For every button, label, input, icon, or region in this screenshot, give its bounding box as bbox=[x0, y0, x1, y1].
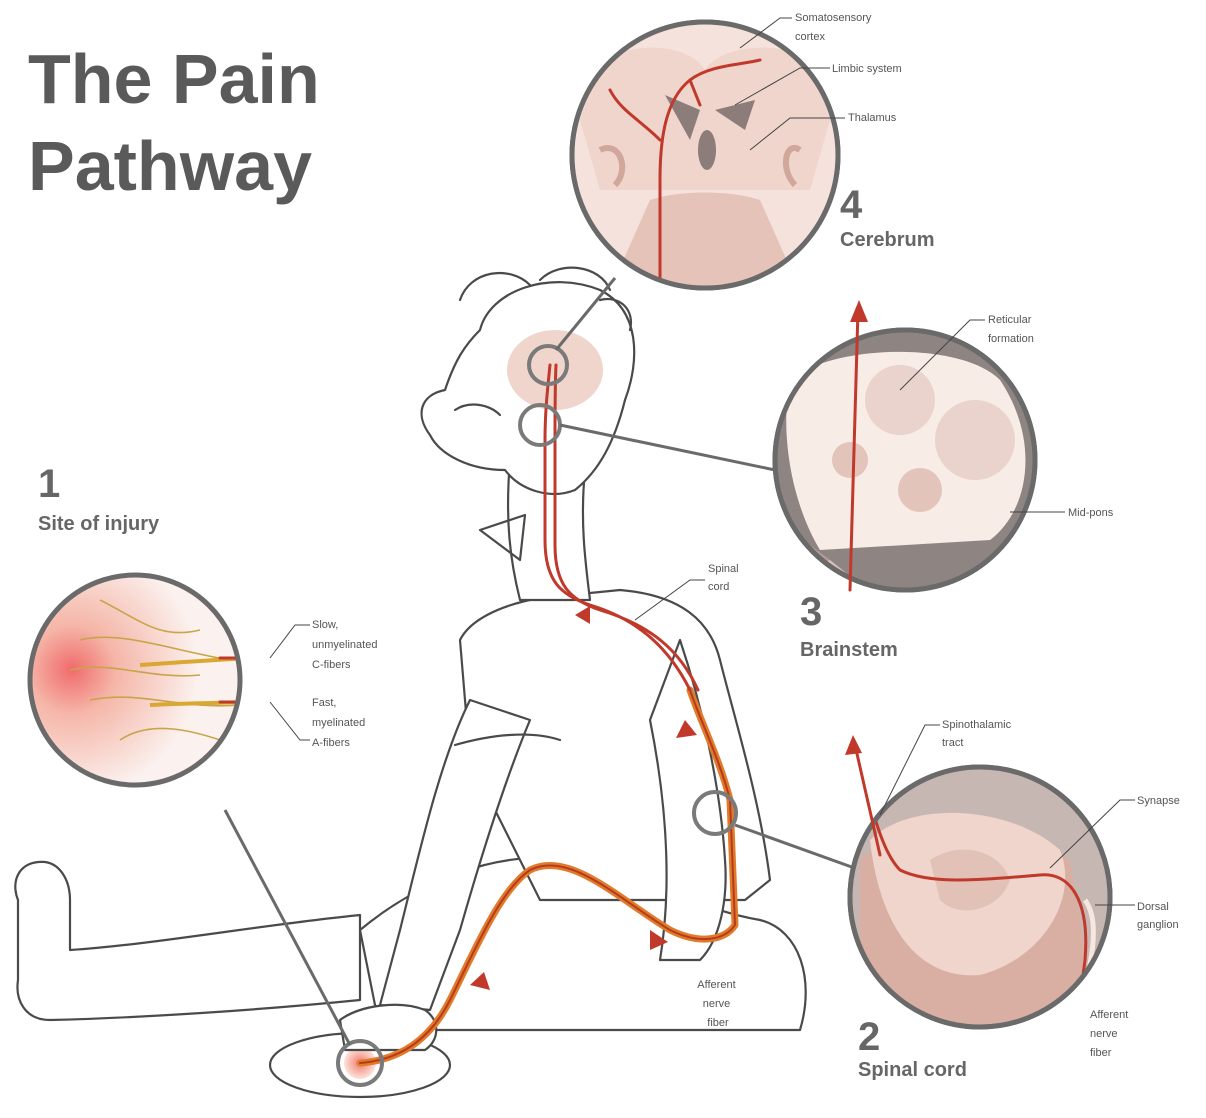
step-1-number: 1 bbox=[38, 462, 60, 506]
diagram-title: The Pain Pathway bbox=[28, 40, 320, 205]
zoom-brainstem: 3 Brainstem Reticular formation Mid-pons bbox=[770, 300, 1114, 661]
callout-mid-pons: Mid-pons bbox=[1068, 507, 1114, 519]
step-1-name: Site of injury bbox=[38, 513, 160, 535]
step-4-number: 4 bbox=[840, 183, 863, 227]
step-2-name: Spinal cord bbox=[858, 1059, 967, 1081]
step-2-number: 2 bbox=[858, 1015, 880, 1059]
step-3-name: Brainstem bbox=[800, 639, 898, 661]
callout-reticular: Reticular formation bbox=[988, 314, 1034, 345]
callout-thalamus: Thalamus bbox=[848, 112, 897, 124]
callout-fast-fibers: Fast, myelinated A-fibers bbox=[312, 697, 368, 749]
zoom-spinal-cord: 2 Spinal cord Spinothalamic tract Synaps… bbox=[840, 719, 1180, 1081]
arrow-brainstem bbox=[850, 300, 868, 322]
title-line-1: The Pain bbox=[28, 40, 320, 118]
zoom-cerebrum: 4 Cerebrum Somatosensory cortex Limbic s… bbox=[570, 12, 934, 290]
extended-leg bbox=[15, 862, 360, 1020]
callout-dorsal-ganglion: Dorsal ganglion bbox=[1137, 901, 1179, 931]
callout-slow-fibers: Slow, unmyelinated C-fibers bbox=[312, 619, 381, 671]
callout-afferent-zoom: Afferent nerve fiber bbox=[1090, 1009, 1131, 1059]
callout-synapse: Synapse bbox=[1137, 795, 1180, 807]
callout-limbic: Limbic system bbox=[832, 63, 902, 75]
title-line-2: Pathway bbox=[28, 127, 312, 205]
step-3-number: 3 bbox=[800, 590, 822, 634]
arrow-spinothalamic bbox=[845, 735, 862, 755]
callout-spinothalamic: Spinothalamic tract bbox=[942, 719, 1014, 749]
step-4-name: Cerebrum bbox=[840, 229, 934, 251]
callout-somatosensory: Somatosensory cortex bbox=[795, 12, 875, 43]
callout-spinal-cord-body: Spinal cord bbox=[708, 563, 742, 593]
zoom-site-of-injury: 1 Site of injury Slow, unmyelinated C-fi… bbox=[30, 462, 381, 785]
